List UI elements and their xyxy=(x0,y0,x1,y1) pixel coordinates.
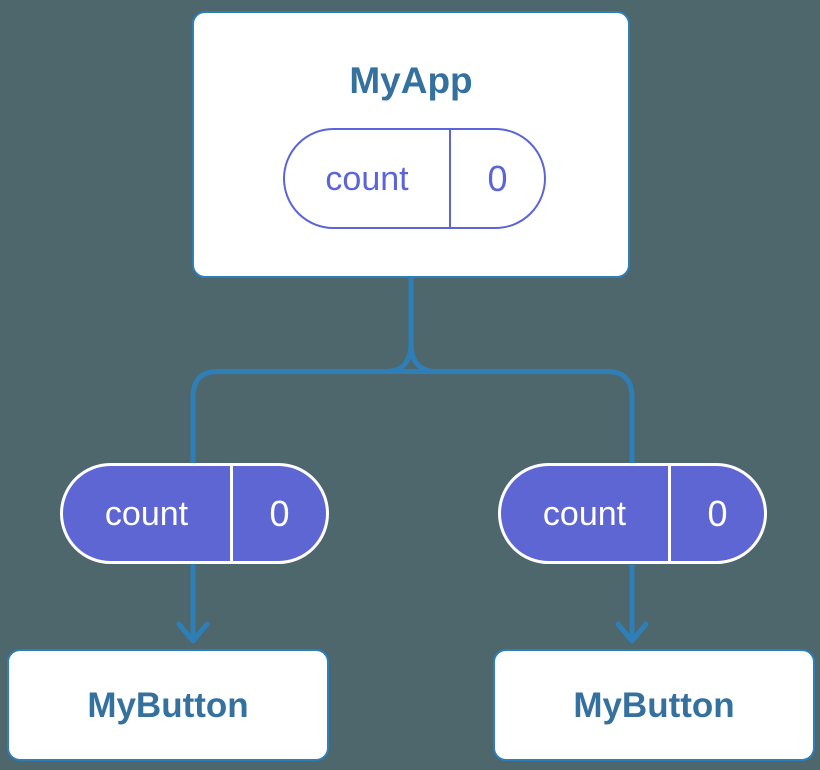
prop-pill-right: count 0 xyxy=(498,463,767,564)
component-node-root: MyApp count 0 xyxy=(192,11,630,278)
prop-value-label: 0 xyxy=(269,492,290,534)
arrowhead-left-icon xyxy=(176,621,210,644)
state-name-label: count xyxy=(325,159,409,198)
prop-pill-left: count 0 xyxy=(60,463,329,564)
child-component-title: MyButton xyxy=(573,685,735,725)
child-component-title: MyButton xyxy=(87,685,249,725)
root-state-pill: count 0 xyxy=(283,128,546,229)
pill-divider xyxy=(449,130,451,227)
component-node-left-child: MyButton xyxy=(7,649,329,761)
pill-divider xyxy=(230,466,233,561)
prop-value-label: 0 xyxy=(707,492,728,534)
pill-divider xyxy=(668,466,671,561)
component-node-right-child: MyButton xyxy=(493,649,815,761)
state-value-label: 0 xyxy=(487,157,508,199)
fork-curve-left xyxy=(382,340,414,374)
arrowhead-right-icon xyxy=(615,621,649,644)
prop-name-label: count xyxy=(542,494,627,533)
root-component-title: MyApp xyxy=(349,60,473,101)
fork-curve-right xyxy=(408,340,440,374)
prop-name-label: count xyxy=(104,494,189,533)
branch-bracket-line xyxy=(190,369,635,641)
